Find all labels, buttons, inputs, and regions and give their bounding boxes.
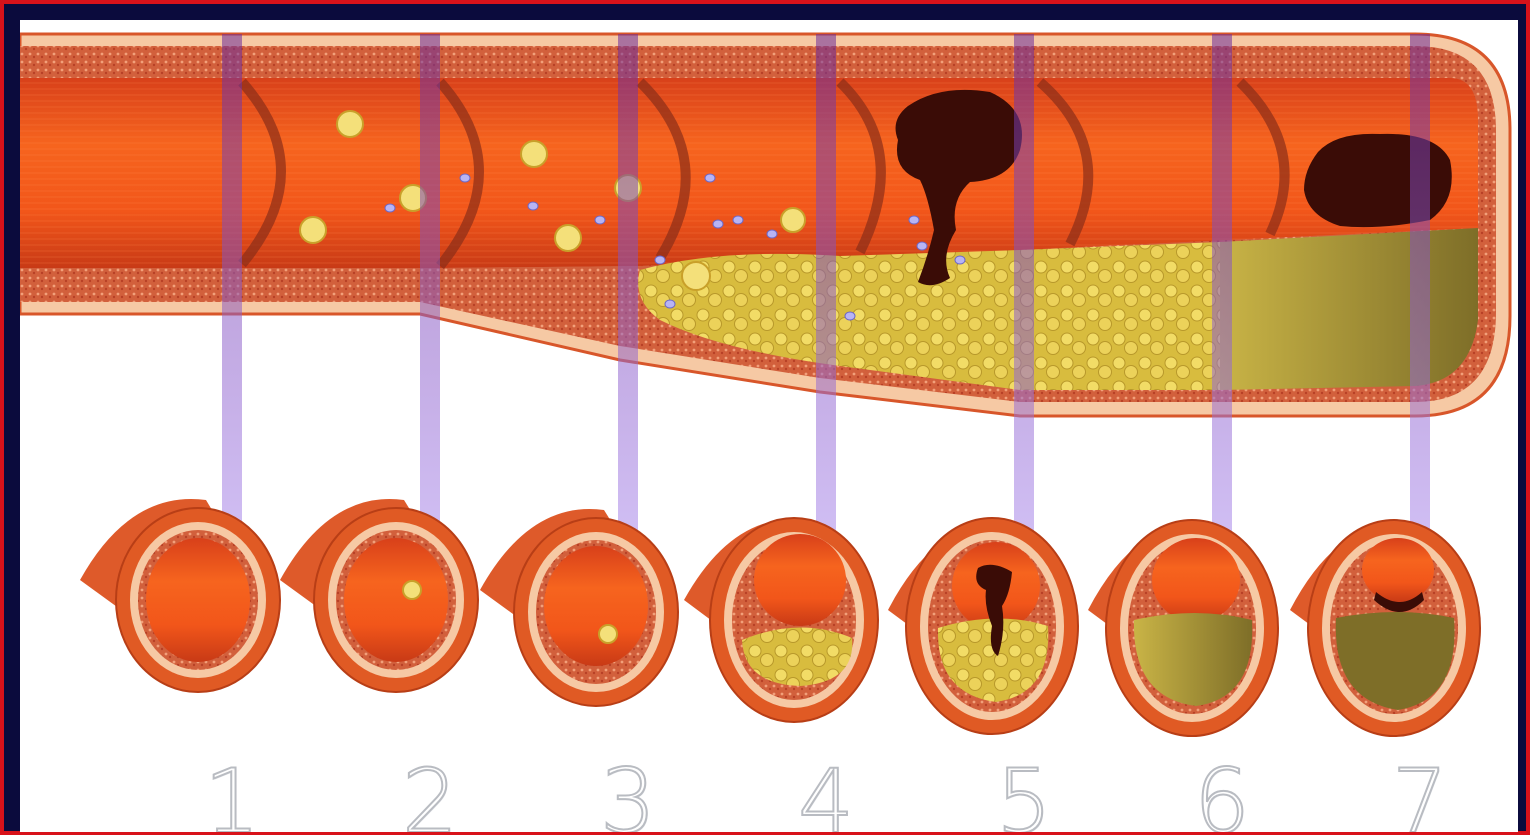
marker-line-2 [420, 34, 440, 534]
cross-section-6 [1088, 520, 1278, 736]
stage-number-7: 7 [1360, 758, 1480, 832]
stage-number-4: 4 [766, 758, 886, 832]
longitudinal-artery [20, 34, 1510, 416]
stage-number-2: 2 [370, 758, 490, 832]
marker-line-1 [222, 34, 242, 534]
cross-section-1 [80, 499, 280, 692]
artery-illustration [20, 20, 1518, 832]
cross-section-3 [480, 509, 678, 706]
cross-section-7 [1290, 520, 1480, 736]
marker-line-4 [816, 34, 836, 534]
fibrous-plaque [1220, 228, 1478, 390]
stage-number-5: 5 [964, 758, 1084, 832]
marker-line-6 [1212, 34, 1232, 534]
illustration-canvas: 1 2 3 4 5 6 7 [20, 20, 1518, 832]
marker-line-5 [1014, 34, 1034, 534]
stage-number-6: 6 [1162, 758, 1282, 832]
marker-line-7 [1410, 34, 1430, 534]
cross-section-5 [888, 518, 1078, 734]
cross-section-2 [280, 499, 478, 692]
stage-number-3: 3 [568, 758, 688, 832]
marker-line-3 [618, 34, 638, 534]
cross-section-4 [684, 518, 878, 722]
stage-number-1: 1 [172, 758, 292, 832]
